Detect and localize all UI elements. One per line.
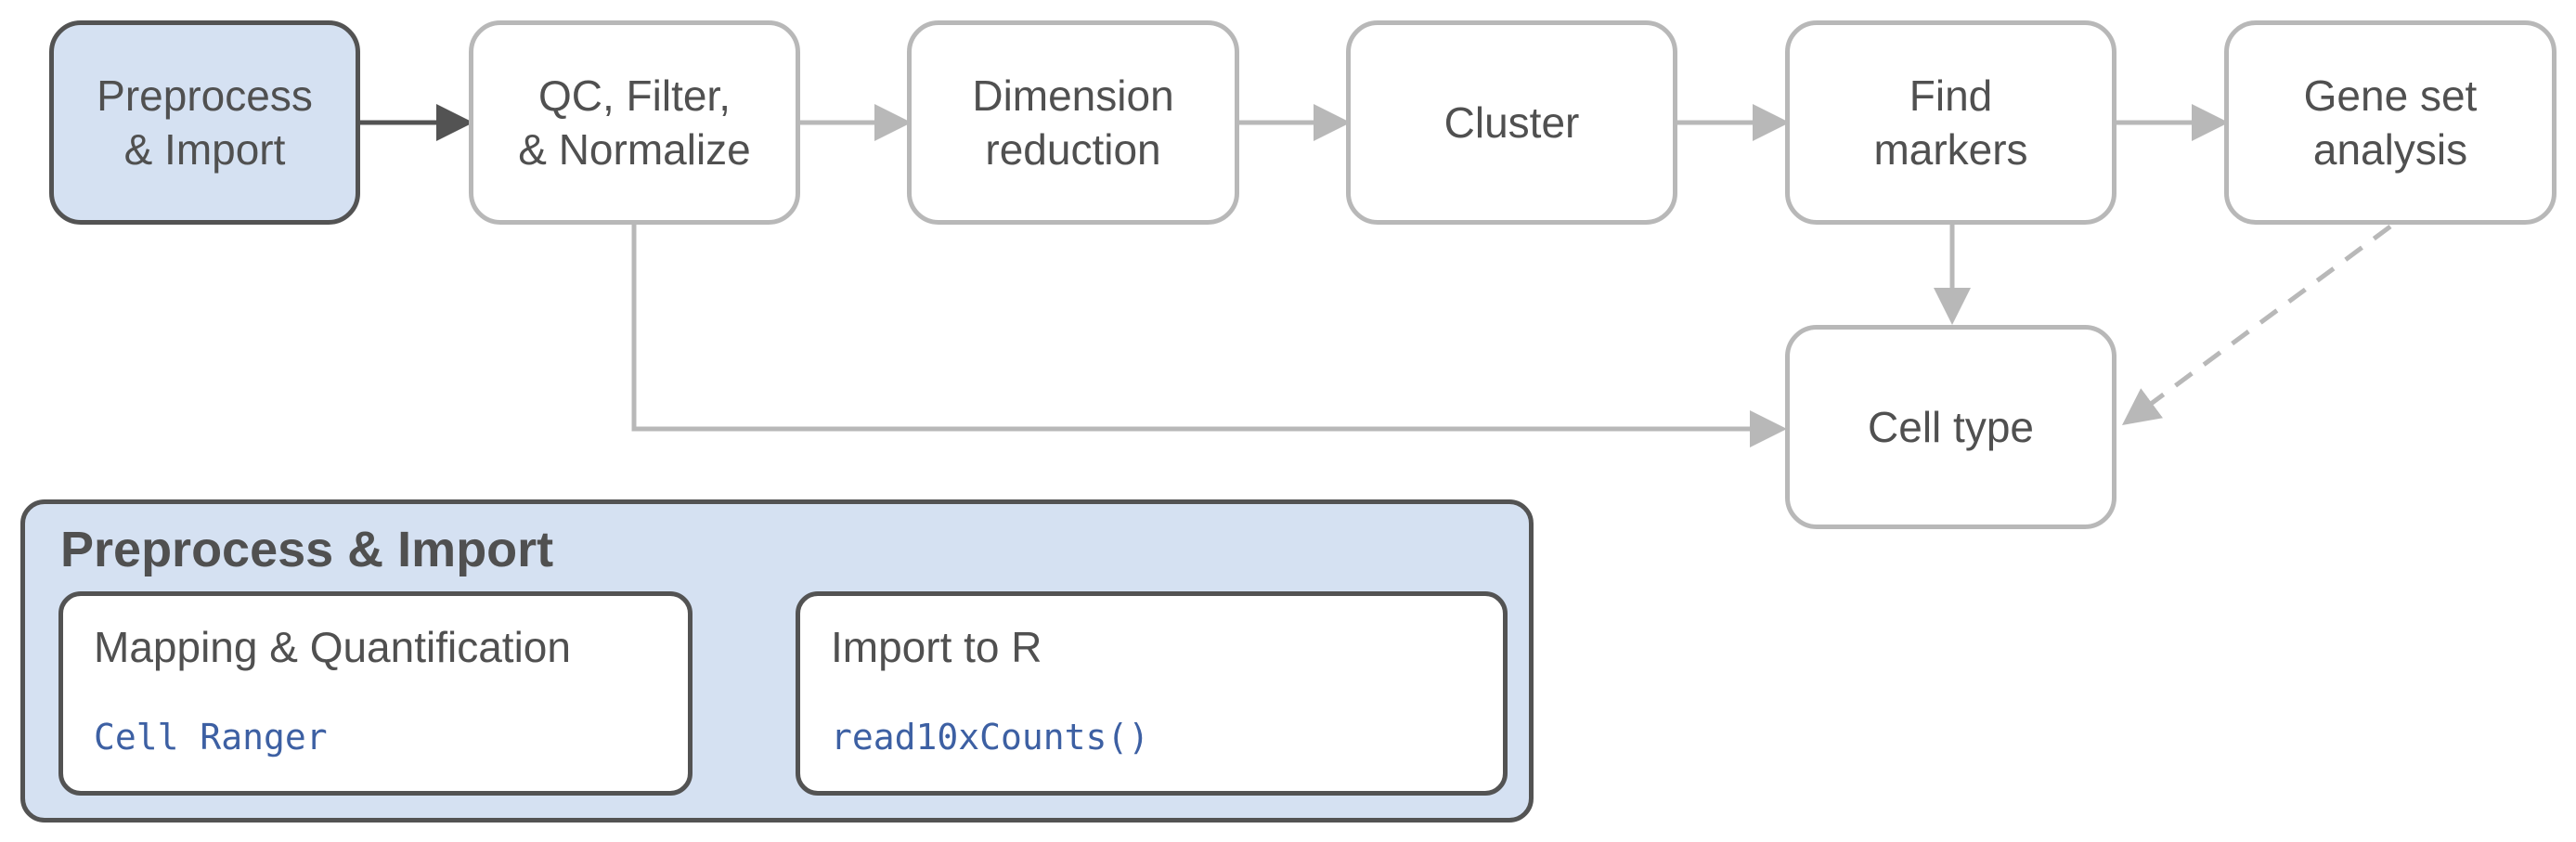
node-gene-set-analysis: Gene set analysis — [2224, 20, 2557, 225]
step-card-mapping: Mapping & Quantification Cell Ranger — [58, 591, 693, 796]
node-label-line: reduction — [985, 125, 1161, 174]
step-code: read10xCounts() — [831, 717, 1150, 758]
preprocess-detail-panel: Preprocess & Import Mapping & Quantifica… — [20, 499, 1534, 823]
node-label-line: Preprocess — [97, 71, 313, 120]
node-label-line: & Import — [123, 125, 286, 174]
node-label-line: analysis — [2312, 125, 2468, 174]
node-label-line: Gene set — [2303, 71, 2478, 120]
node-cell-type: Cell type — [1785, 325, 2116, 529]
node-label-line: Find — [1909, 71, 1993, 120]
arrow-qc-to-celltype — [631, 225, 1787, 447]
step-code: Cell Ranger — [94, 717, 328, 758]
node-label-line: QC, Filter, — [537, 71, 731, 120]
step-title: Mapping & Quantification — [94, 623, 571, 671]
node-label-line: markers — [1873, 125, 2028, 174]
panel-title: Preprocess & Import — [60, 522, 554, 577]
node-cluster: Cluster — [1346, 20, 1677, 225]
node-label-line: Dimension — [972, 71, 1174, 120]
node-qc-filter-normalize: QC, Filter, & Normalize — [469, 20, 800, 225]
node-label-line: Cluster — [1443, 97, 1580, 147]
node-dimension-reduction: Dimension reduction — [907, 20, 1239, 225]
step-title: Import to R — [831, 623, 1042, 671]
step-card-import: Import to R read10xCounts() — [796, 591, 1508, 796]
node-label-line: Cell type — [1868, 402, 2034, 451]
node-label-line: & Normalize — [518, 125, 751, 174]
node-find-markers: Find markers — [1785, 20, 2116, 225]
node-preprocess-import: Preprocess & Import — [49, 20, 360, 225]
dashed-arrow-geneset-to-celltype — [2121, 224, 2392, 425]
